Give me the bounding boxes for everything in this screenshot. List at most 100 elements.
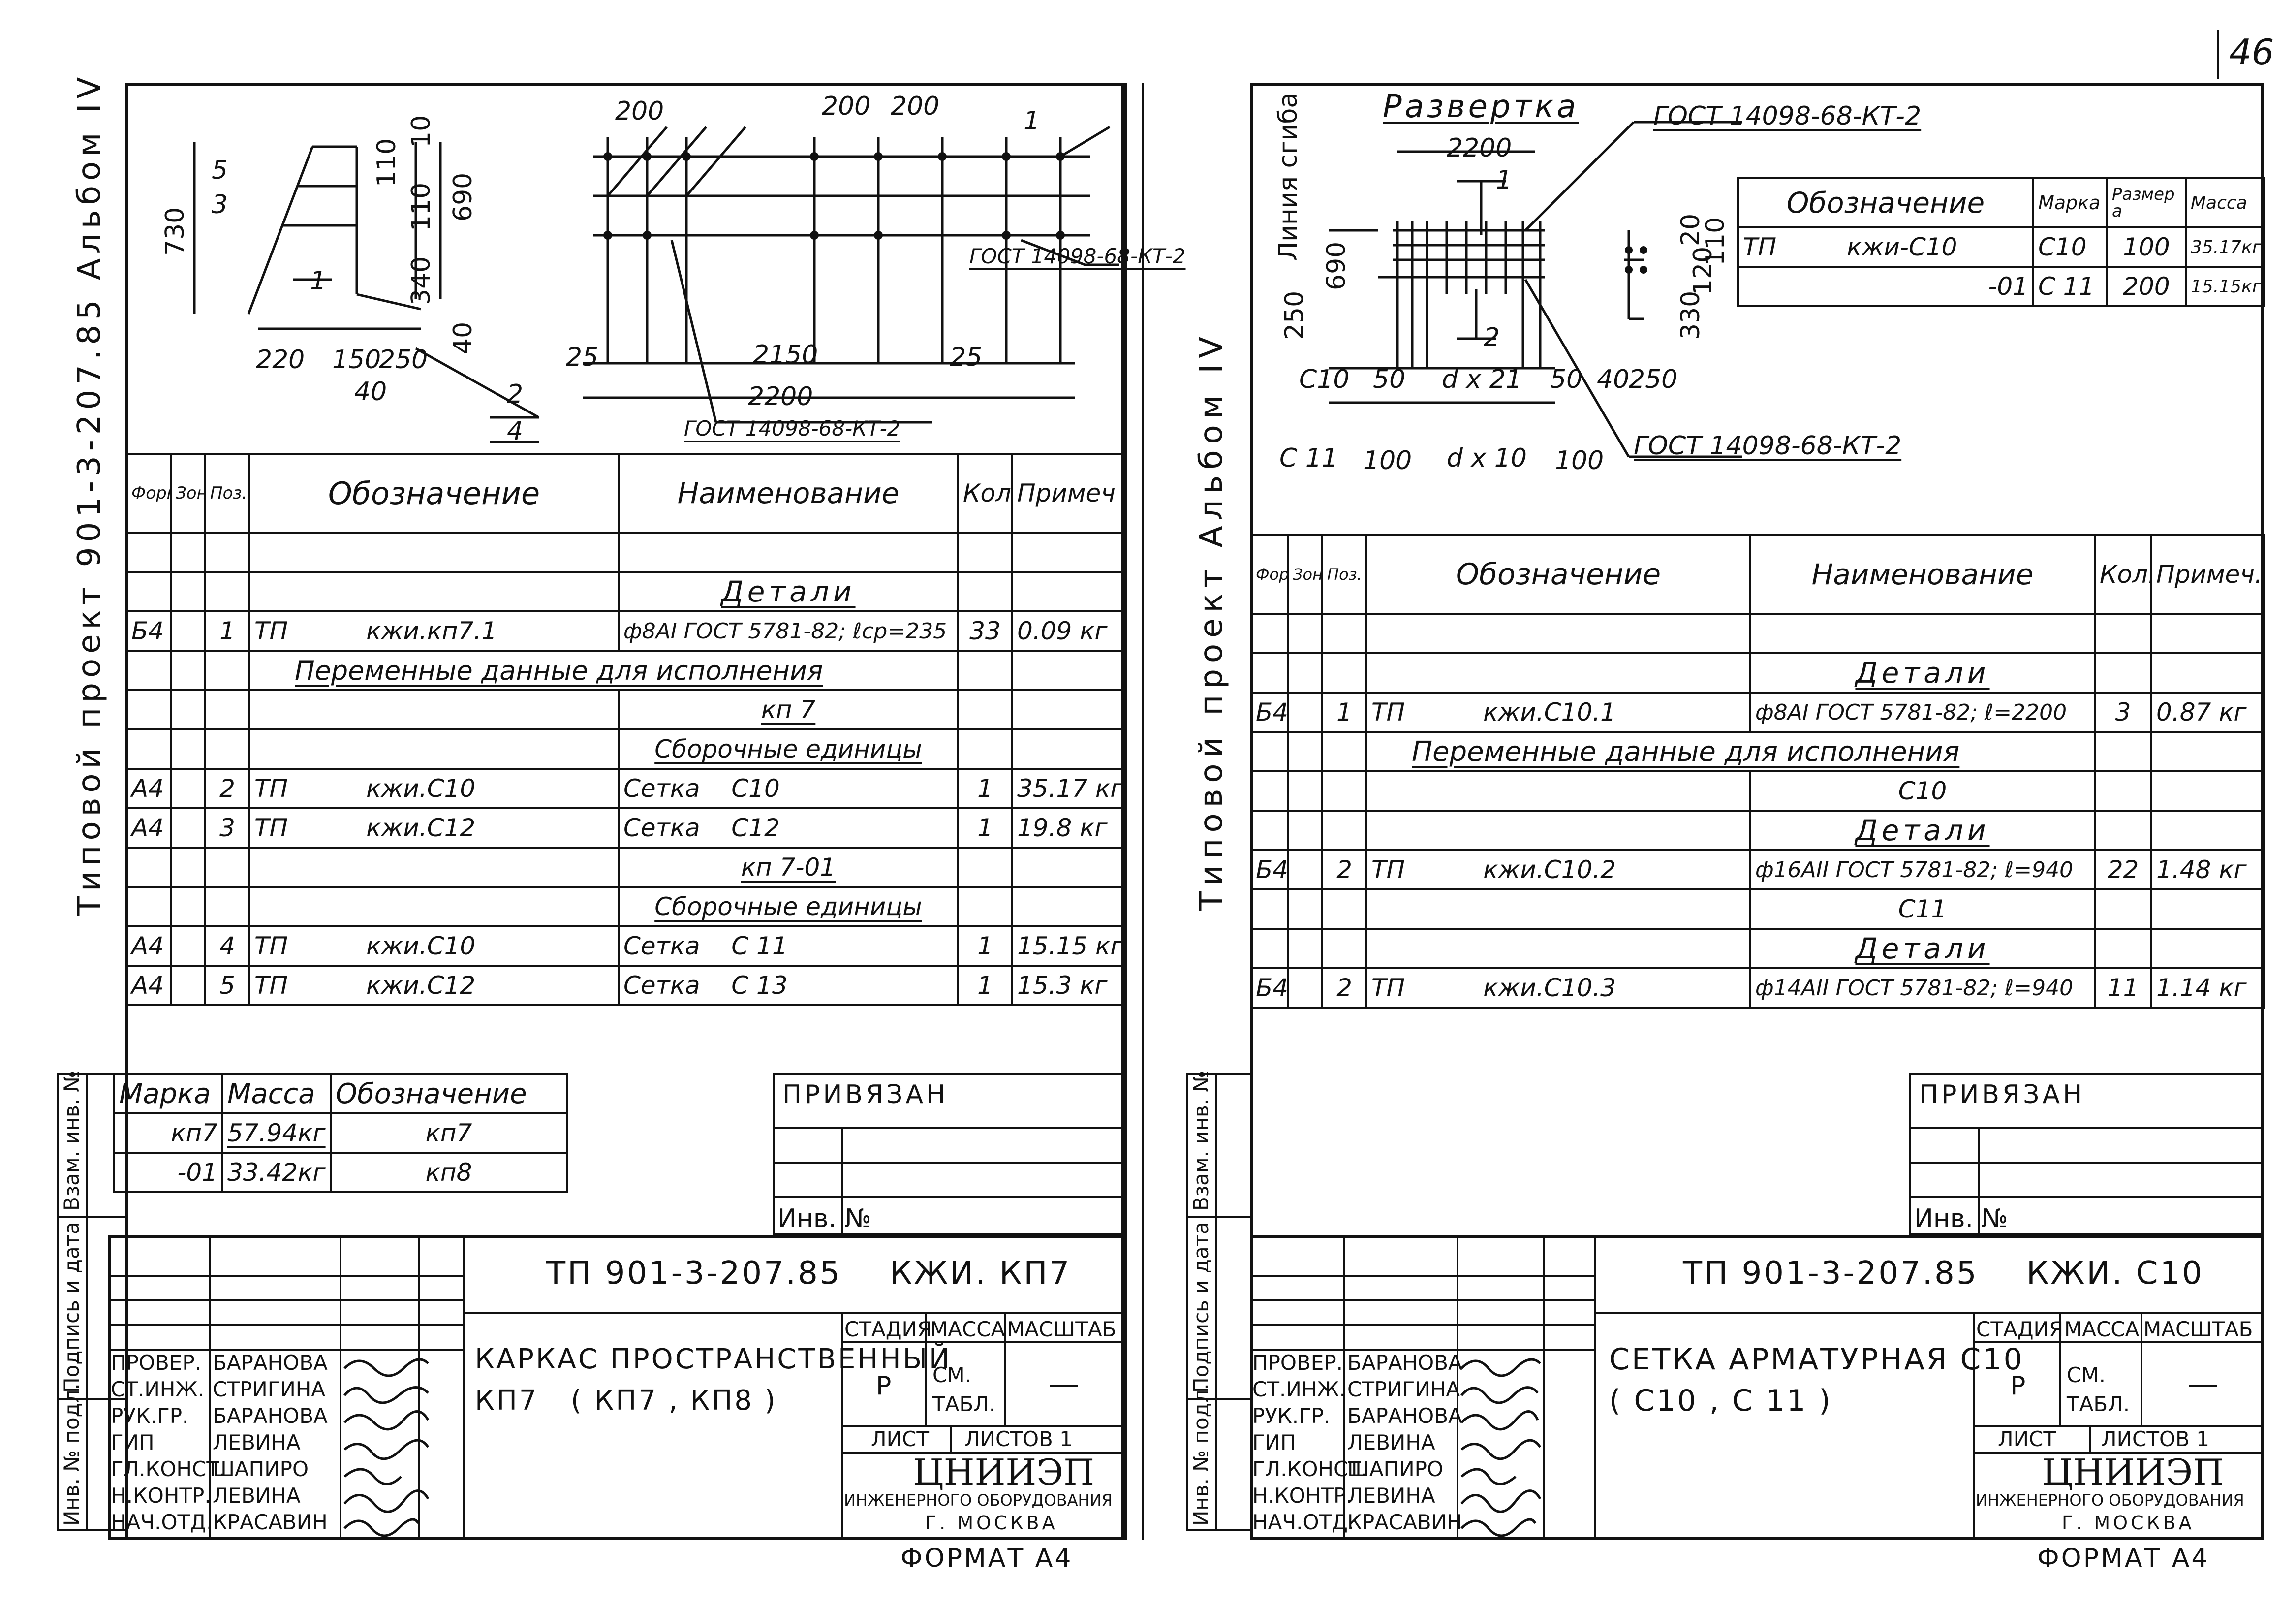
- left-dim-top-1: 200: [615, 96, 664, 126]
- left-dim-b3: 250: [379, 345, 428, 375]
- right-scale-value: —: [2187, 1366, 2219, 1402]
- left-sheets-label: ЛИСТОВ 1: [964, 1427, 1073, 1451]
- left-tb-stage-val: [841, 1425, 1124, 1427]
- left-name-2: СТРИГИНА: [213, 1377, 326, 1401]
- left-name-6: ЛЕВИНА: [213, 1484, 301, 1508]
- right-spec-header: Формат Зона Поз. Обозначение Наименовани…: [1250, 534, 2265, 615]
- left-dim-top-2: 200: [822, 92, 871, 121]
- left-leader-1: 1: [1024, 106, 1040, 136]
- right-role-5: ГЛ.КОНСТ.: [1252, 1457, 1367, 1481]
- left-side-col-3: Инв. № подл.: [60, 1383, 84, 1526]
- right-privyazan-line-3: [1909, 1196, 2264, 1198]
- left-spec-row: кп 7-01: [125, 847, 1126, 888]
- right-stamp-title: СЕТКА АРМАТУРНАЯ С10 ( С10 , С 11 ): [1609, 1342, 2024, 1418]
- right-razvertka: Развертка: [1383, 89, 1579, 125]
- right-dim-110: 110: [1701, 217, 1730, 266]
- right-tb-v1: [2059, 1312, 2061, 1425]
- right-side-sep-1: [1186, 1216, 1252, 1218]
- right-side-sep-2: [1186, 1398, 1252, 1400]
- left-sig-grid-l2: [108, 1299, 463, 1301]
- left-tb-v2: [1004, 1312, 1006, 1425]
- left-name-1: БАРАНОВА: [213, 1351, 328, 1375]
- left-spec-row: Сборочные единицы: [125, 886, 1126, 927]
- left-leader-2: 2: [507, 379, 524, 409]
- right-stage-header: СТАДИЯ: [1976, 1317, 2064, 1341]
- right-c10-50b: 50: [1550, 365, 1583, 394]
- right-spec-row: С11: [1250, 888, 2265, 930]
- left-dim-r6: 690: [448, 172, 478, 221]
- left-dim-5: 5: [212, 156, 228, 185]
- left-tb-vline-main: [463, 1235, 465, 1540]
- right-format-label: ФОРМАТ А4: [2037, 1544, 2210, 1573]
- right-tb-v3: [2089, 1425, 2091, 1452]
- page-number: 46: [2229, 32, 2274, 73]
- left-name-7: КРАСАВИН: [213, 1510, 328, 1534]
- spec-header-pos: Поз.: [204, 453, 250, 534]
- right-name-2: СТРИГИНА: [1347, 1377, 1460, 1401]
- left-privyazan-label: ПРИВЯЗАН: [782, 1080, 949, 1109]
- right-privyazan-label: ПРИВЯЗАН: [1919, 1080, 2085, 1109]
- right-tb-stage-hdr: [1973, 1341, 2264, 1343]
- left-privyazan-line-3: [773, 1196, 1124, 1198]
- left-frame-drawing: [193, 126, 1119, 443]
- left-tb-v1: [925, 1312, 927, 1425]
- left-dim-r2: 110: [372, 138, 402, 187]
- right-role-2: СТ.ИНЖ.: [1252, 1377, 1346, 1401]
- left-tb-v3: [950, 1425, 952, 1452]
- right-c10-250: 250: [1629, 365, 1678, 394]
- right-name-3: БАРАНОВА: [1347, 1404, 1462, 1428]
- spec-header-name: Наименование: [618, 453, 959, 534]
- left-org-logo: ЦНИИЭП: [913, 1452, 1095, 1493]
- right-sig-grid-v2: [1457, 1235, 1458, 1540]
- left-format-label: ФОРМАТ А4: [900, 1544, 1073, 1573]
- right-spec-row: Переменные данные для исполнения: [1250, 731, 2265, 772]
- right-sig-grid-v3: [1543, 1235, 1545, 1540]
- left-name-3: БАРАНОВА: [213, 1404, 328, 1428]
- right-org-sub: ИНЖЕНЕРНОГО ОБОРУДОВАНИЯ: [1976, 1491, 2244, 1510]
- right-signatures: [1460, 1358, 1542, 1537]
- left-leader-4: 4: [507, 416, 524, 446]
- left-tb-sheet: [841, 1452, 1124, 1454]
- right-stage-value: Р: [2010, 1371, 2026, 1401]
- right-dim-20: 20: [1676, 213, 1706, 246]
- left-org-sub: ИНЖЕНЕРНОГО ОБОРУДОВАНИЯ: [844, 1491, 1113, 1510]
- left-inv-no: Инв. №: [777, 1204, 871, 1233]
- left-side-col-2: Подпись и дата: [60, 1222, 84, 1393]
- right-sig-grid-l1: [1250, 1275, 1594, 1277]
- left-side-columns: [57, 1073, 128, 1531]
- left-spec-header: Формат Зона Поз. Обозначение Наименовани…: [125, 453, 1126, 534]
- right-gost-2: ГОСТ 14098-68-КТ-2: [1634, 431, 1902, 461]
- left-stamp-code: ТП 901-3-207.85 КЖИ. КП7: [546, 1255, 1072, 1292]
- left-spec-table: Формат Зона Поз. Обозначение Наименовани…: [125, 453, 1126, 1006]
- left-gost-2: ГОСТ 14098-68-КТ-2: [684, 416, 900, 441]
- left-dim-r5: 40: [448, 321, 478, 354]
- left-plan-25b: 25: [950, 343, 983, 372]
- spec-header-format: Формат: [125, 453, 172, 534]
- spec-header-note: Примеч: [1011, 453, 1126, 534]
- left-dim-r1: 10: [406, 115, 436, 148]
- left-role-4: ГИП: [111, 1430, 155, 1454]
- right-mass-header: МАССА: [2064, 1317, 2140, 1341]
- left-dim-top-3: 200: [891, 92, 940, 121]
- right-scale-header: МАСШТАБ: [2143, 1317, 2253, 1341]
- page-number-divider: [2217, 30, 2219, 79]
- left-mass-value: СМ. ТАБЛ.: [932, 1363, 996, 1416]
- left-stage-value: Р: [876, 1371, 892, 1401]
- right-spec-row: Детали: [1250, 928, 2265, 969]
- left-scale-header: МАСШТАБ: [1007, 1317, 1117, 1341]
- left-dim-3: 3: [212, 190, 228, 220]
- right-title-block: [1250, 1235, 2264, 1540]
- right-spec-row: Детали: [1250, 810, 2265, 851]
- right-org-city: Г. МОСКВА: [2062, 1512, 2195, 1534]
- right-side-col-2: Подпись и дата: [1189, 1222, 1213, 1393]
- left-mass-header: МАССА: [930, 1317, 1005, 1341]
- right-sheets-label: ЛИСТОВ 1: [2101, 1427, 2209, 1451]
- right-c10-label: С10: [1299, 365, 1350, 394]
